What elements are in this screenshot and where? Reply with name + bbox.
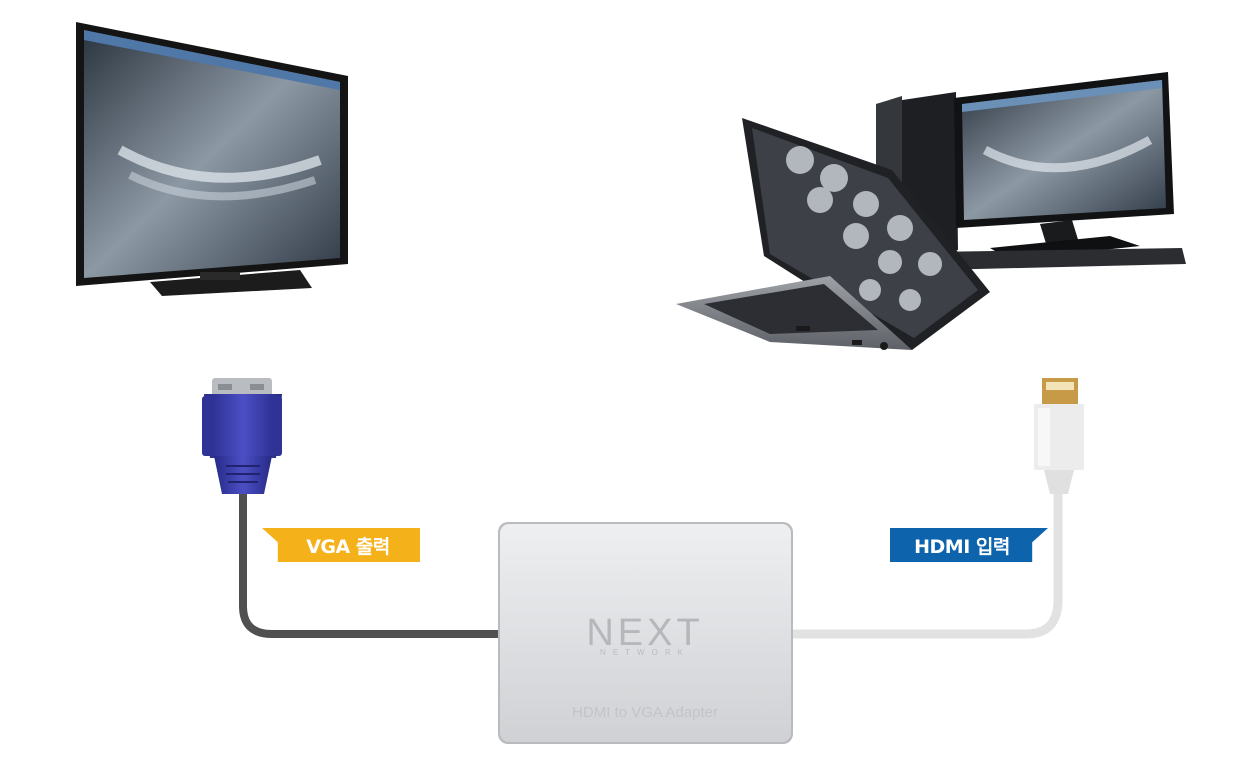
hdmi-connector-icon	[1034, 378, 1084, 494]
vga-cable	[239, 484, 508, 638]
laptop-icon	[676, 118, 990, 350]
hdmi-input-label: HDMI 입력	[890, 528, 1048, 562]
adapter-brand-sub: NETWORK	[600, 648, 690, 657]
adapter-brand-logo: NEXT	[586, 612, 704, 654]
adapter-box	[498, 522, 793, 744]
hdmi-cable	[783, 487, 1063, 639]
vga-output-text: VGA 출력	[306, 535, 390, 558]
tv-icon	[76, 22, 348, 296]
vga-connector-icon	[202, 378, 282, 494]
hdmi-input-text: HDMI 입력	[914, 535, 1010, 558]
adapter-model-name: HDMI to VGA Adapter	[572, 704, 718, 721]
vga-output-label: VGA 출력	[262, 528, 420, 562]
